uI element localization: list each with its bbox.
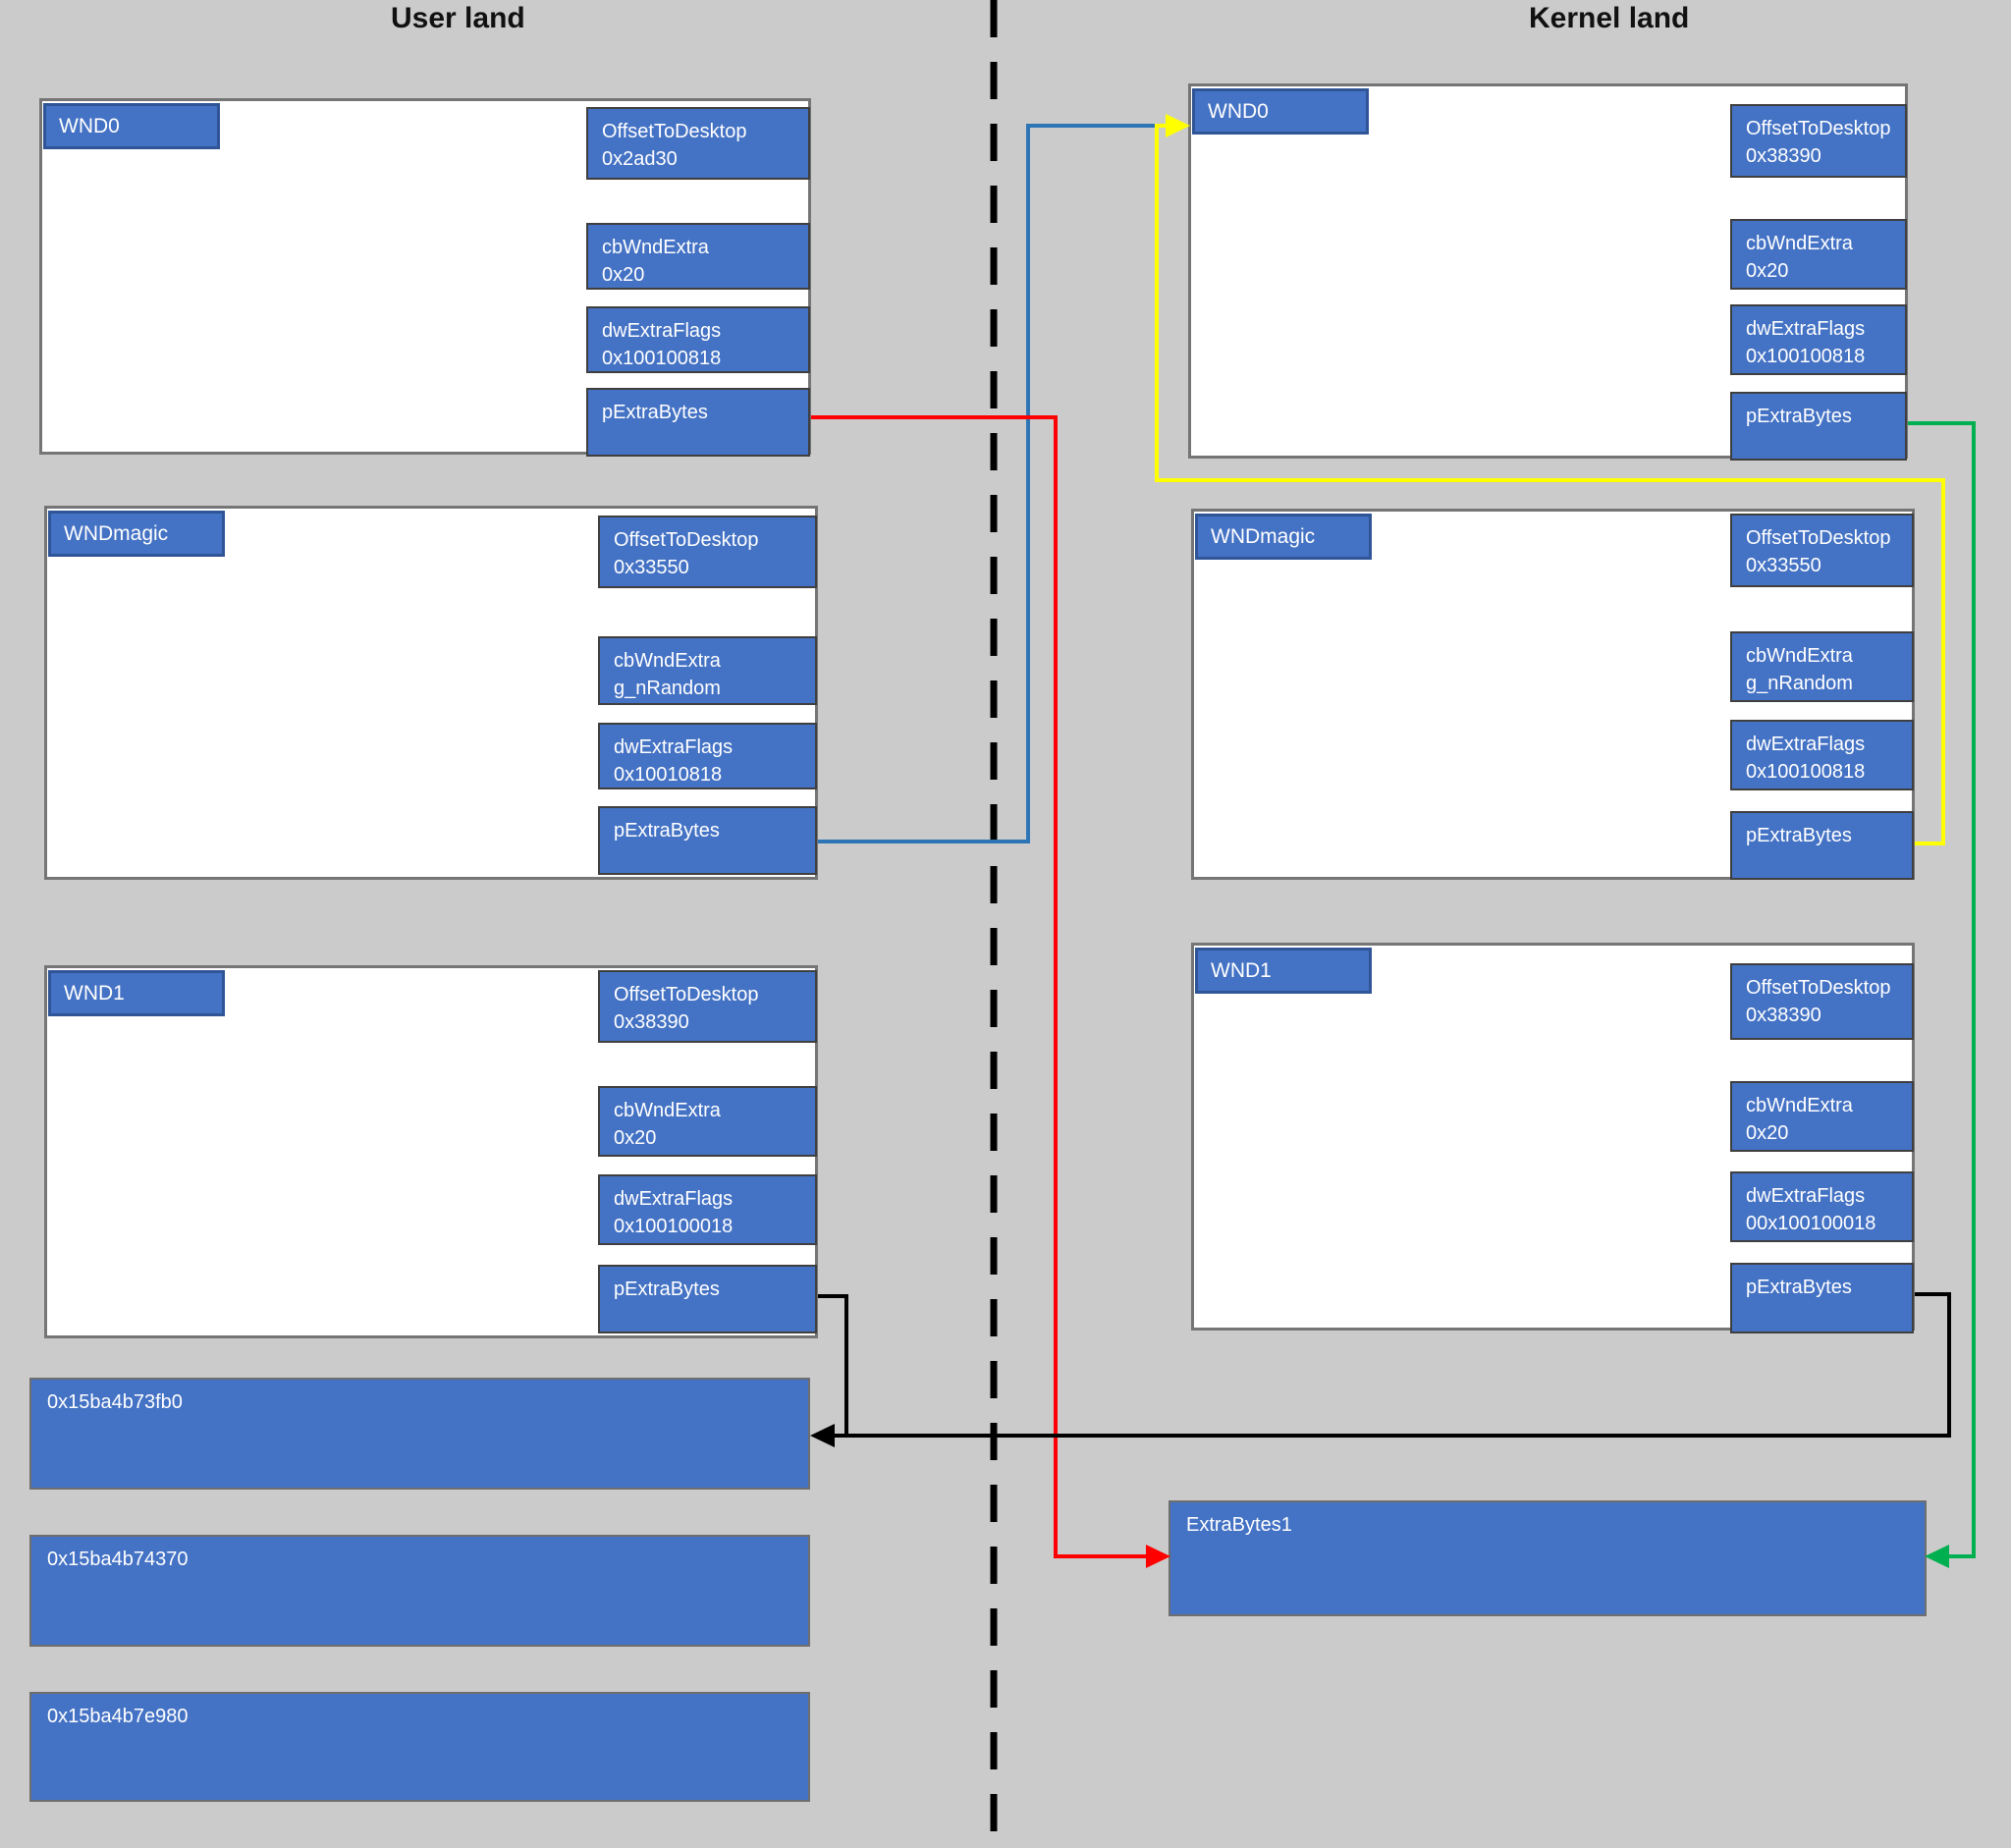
- field-value: 0x33550: [1746, 555, 1821, 576]
- field-label: cbWndExtra: [1746, 1095, 1853, 1116]
- field-value: 0x20: [1746, 260, 1789, 282]
- kernel-wnd0-field-offsettodesktop: OffsetToDesktop 0x38390: [1730, 104, 1907, 178]
- field-label: cbWndExtra: [614, 650, 721, 672]
- extrabytes1-label: ExtraBytes1: [1186, 1514, 1292, 1536]
- kernel-wndmagic-field-offsettodesktop: OffsetToDesktop 0x33550: [1730, 514, 1914, 587]
- memory-address: 0x15ba4b7e980: [47, 1706, 189, 1727]
- user-wnd1-tab: WND1: [48, 970, 225, 1016]
- user-wnd0-field-cbwndextra: cbWndExtra 0x20: [586, 223, 810, 290]
- field-value: 0x100100818: [1746, 346, 1866, 367]
- yellow-arrow-kernel-wndmagic-to-kernel-wnd0: [1155, 124, 1945, 845]
- user-wndmagic-tab: WNDmagic: [48, 511, 225, 557]
- kernel-wnd1-field-pextrabytes: pExtraBytes: [1730, 1263, 1914, 1333]
- yellow-arrowhead: [1166, 114, 1190, 137]
- user-wnd0-field-offsettodesktop: OffsetToDesktop 0x2ad30: [586, 107, 810, 180]
- kernel-wndmagic-field-dwextraflags: dwExtraFlags 0x100100818: [1730, 720, 1914, 790]
- field-value: g_nRandom: [614, 678, 721, 699]
- user-land-title: User land: [391, 2, 525, 34]
- kernel-wnd0-field-dwextraflags: dwExtraFlags 0x100100818: [1730, 304, 1907, 375]
- memory-block-0x15ba4b73fb0: 0x15ba4b73fb0: [29, 1378, 810, 1490]
- field-label: cbWndExtra: [1746, 233, 1853, 254]
- field-label: OffsetToDesktop: [1746, 977, 1891, 999]
- user-wnd0-field-pextrabytes: pExtraBytes: [586, 388, 810, 457]
- field-label: OffsetToDesktop: [614, 984, 759, 1006]
- blue-arrow-user-wndmagic-to-kernel-wnd0: [818, 124, 1165, 843]
- field-value: 0x38390: [1746, 145, 1821, 167]
- kernel-wndmagic-block: WNDmagic OffsetToDesktop 0x33550 cbWndEx…: [1191, 509, 1915, 880]
- field-value: 0x100100018: [614, 1216, 734, 1237]
- field-label: dwExtraFlags: [1746, 318, 1866, 340]
- field-value: 0x20: [1746, 1122, 1789, 1144]
- user-wndmagic-field-pextrabytes: pExtraBytes: [598, 806, 817, 875]
- green-arrowhead: [1925, 1545, 1949, 1568]
- field-label: pExtraBytes: [1746, 406, 1852, 427]
- memory-address: 0x15ba4b74370: [47, 1549, 189, 1570]
- field-value: 0x20: [602, 264, 645, 286]
- user-wndmagic-field-dwextraflags: dwExtraFlags 0x10010818: [598, 723, 817, 789]
- red-arrow-user-wnd0-to-extrabytes1: [811, 415, 1147, 1558]
- field-label: OffsetToDesktop: [1746, 527, 1891, 549]
- field-value: 0x38390: [614, 1011, 689, 1033]
- memory-block-0x15ba4b7e980: 0x15ba4b7e980: [29, 1692, 810, 1802]
- field-label: dwExtraFlags: [1746, 734, 1866, 755]
- field-label: dwExtraFlags: [614, 736, 734, 758]
- kernel-wnd0-block: WND0 OffsetToDesktop 0x38390 cbWndExtra …: [1188, 83, 1908, 461]
- kernel-wnd1-tab: WND1: [1195, 948, 1372, 994]
- field-value: 0x20: [614, 1127, 657, 1149]
- memory-block-0x15ba4b74370: 0x15ba4b74370: [29, 1535, 810, 1647]
- kernel-wnd1-field-offsettodesktop: OffsetToDesktop 0x38390: [1730, 963, 1914, 1040]
- black-line-user-wnd1-branch: [818, 1294, 848, 1436]
- user-wnd1-block: WND1 OffsetToDesktop 0x38390 cbWndExtra …: [44, 965, 818, 1338]
- user-wndmagic-block: WNDmagic OffsetToDesktop 0x33550 cbWndEx…: [44, 506, 818, 880]
- user-wndmagic-field-cbwndextra: cbWndExtra g_nRandom: [598, 636, 817, 705]
- kernel-wnd0-field-cbwndextra: cbWndExtra 0x20: [1730, 219, 1907, 290]
- red-arrowhead: [1146, 1545, 1170, 1568]
- user-wnd1-field-dwextraflags: dwExtraFlags 0x100100018: [598, 1174, 817, 1245]
- field-label: OffsetToDesktop: [602, 121, 747, 142]
- field-value: 0x100100818: [1746, 761, 1866, 783]
- kernel-wnd0-field-pextrabytes: pExtraBytes: [1730, 392, 1907, 461]
- field-label: pExtraBytes: [602, 402, 708, 423]
- field-label: dwExtraFlags: [1746, 1185, 1866, 1207]
- field-value: 00x100100018: [1746, 1213, 1876, 1234]
- field-label: pExtraBytes: [614, 820, 720, 842]
- field-label: dwExtraFlags: [602, 320, 722, 342]
- user-wnd0-tab: WND0: [43, 103, 220, 149]
- memory-address: 0x15ba4b73fb0: [47, 1391, 183, 1413]
- field-label: cbWndExtra: [1746, 645, 1853, 667]
- user-wnd0-block: WND0 OffsetToDesktop 0x2ad30 cbWndExtra …: [39, 98, 811, 457]
- kernel-wnd0-tab: WND0: [1192, 88, 1369, 135]
- field-value: 0x38390: [1746, 1005, 1821, 1026]
- field-label: pExtraBytes: [1746, 825, 1852, 846]
- field-label: cbWndExtra: [614, 1100, 721, 1121]
- kernel-wndmagic-field-pextrabytes: pExtraBytes: [1730, 811, 1914, 880]
- extrabytes1-block: ExtraBytes1: [1169, 1500, 1927, 1616]
- kernel-wnd1-field-dwextraflags: dwExtraFlags 00x100100018: [1730, 1171, 1914, 1242]
- kernel-wnd1-field-cbwndextra: cbWndExtra 0x20: [1730, 1081, 1914, 1152]
- kernel-wndmagic-field-cbwndextra: cbWndExtra g_nRandom: [1730, 631, 1914, 702]
- kernel-land-title: Kernel land: [1529, 2, 1690, 34]
- field-label: pExtraBytes: [1746, 1277, 1852, 1298]
- black-arrow-kernel-wnd1-to-memory-block: [834, 1292, 1951, 1438]
- field-label: dwExtraFlags: [614, 1188, 734, 1210]
- black-arrowhead: [810, 1424, 835, 1447]
- green-arrow-kernel-wnd0-to-extrabytes1: [1908, 421, 1976, 1558]
- field-value: g_nRandom: [1746, 673, 1853, 694]
- field-value: 0x33550: [614, 557, 689, 578]
- user-wnd1-field-offsettodesktop: OffsetToDesktop 0x38390: [598, 970, 817, 1043]
- user-wnd1-field-cbwndextra: cbWndExtra 0x20: [598, 1086, 817, 1157]
- field-value: 0x10010818: [614, 764, 723, 786]
- user-wndmagic-field-offsettodesktop: OffsetToDesktop 0x33550: [598, 516, 817, 588]
- user-wnd1-field-pextrabytes: pExtraBytes: [598, 1265, 817, 1333]
- field-label: cbWndExtra: [602, 237, 709, 258]
- field-label: OffsetToDesktop: [1746, 118, 1891, 139]
- field-value: 0x100100818: [602, 348, 722, 369]
- kernel-wndmagic-tab: WNDmagic: [1195, 514, 1372, 560]
- kernel-wnd1-block: WND1 OffsetToDesktop 0x38390 cbWndExtra …: [1191, 943, 1915, 1333]
- user-wnd0-field-dwextraflags: dwExtraFlags 0x100100818: [586, 306, 810, 373]
- field-label: OffsetToDesktop: [614, 529, 759, 551]
- field-label: pExtraBytes: [614, 1278, 720, 1300]
- field-value: 0x2ad30: [602, 148, 678, 170]
